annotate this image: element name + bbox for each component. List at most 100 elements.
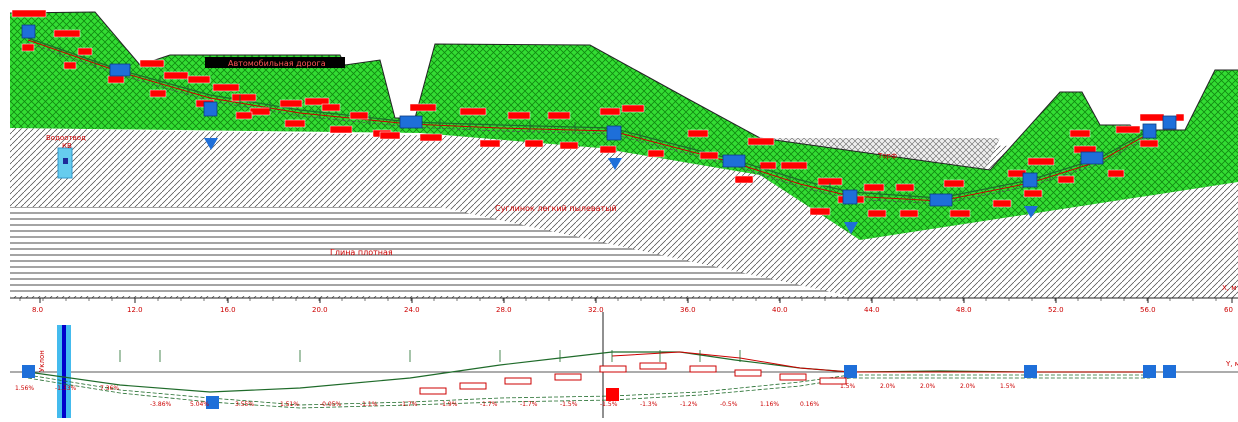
slope-label: -1.3% [640,401,658,408]
route-node[interactable] [842,189,858,205]
water-level-icon [204,138,218,150]
slope-label: 1.56% [15,385,34,392]
route-node[interactable] [1142,123,1157,139]
route-node[interactable] [1022,172,1038,188]
station-label-box [53,29,81,38]
route-node[interactable] [399,115,423,129]
route-node[interactable] [929,193,953,207]
station-label-box [1023,189,1043,198]
station-label-box [1027,157,1055,166]
x-tick-label: 12.0 [127,306,143,314]
station-label-box [304,97,330,106]
station-label-box [734,175,754,184]
station-label-box [1175,113,1185,122]
x-tick-label: 44.0 [864,306,880,314]
station-label-box [809,207,831,216]
profile-node[interactable] [22,365,35,378]
route-node[interactable] [109,63,131,77]
station-label-box [547,111,571,120]
profile-scroll-thumb[interactable] [62,325,66,418]
station-label-box [321,103,341,112]
x-tick-label: 8.0 [32,306,43,314]
station-label-box [524,139,544,148]
x-tick-label: 20.0 [312,306,328,314]
station-label-box [949,209,971,218]
ground-surface-layer [10,12,1238,240]
route-node[interactable] [1080,151,1104,165]
layer-label-mid: Суглинок легкий пылеватый [495,204,617,213]
profile-segment-box [819,377,847,385]
cable-route-dashed [27,42,1151,205]
profile-segment-box [419,387,447,395]
station-label-box [235,111,253,120]
profile-node[interactable] [606,388,619,401]
profile-segment-box [689,365,717,373]
x-axis-unit: X, м [1222,284,1237,292]
station-label-box [599,145,617,154]
station-label-box [1139,139,1159,148]
x-tick-label: 28.0 [496,306,512,314]
station-label-box [77,47,93,56]
slope-label: 1.5% [840,383,856,390]
water-level-markers [204,138,1038,234]
x-tick-label: 48.0 [956,306,972,314]
profile-segment-box [734,369,762,377]
slope-label: -1.1% [360,401,378,408]
profile-node[interactable] [1163,365,1176,378]
slope-label: 7.36% [100,385,119,392]
x-tick-label: 16.0 [220,306,236,314]
slope-label: 3.55% [235,401,254,408]
station-label-box [507,111,531,120]
slope-label: -1.5% [560,401,578,408]
slope-label: -0.5% [720,401,738,408]
x-tick-label: 40.0 [772,306,788,314]
station-label-box [747,137,775,146]
profile-dashed-curve-2 [27,377,1150,409]
station-label-box [899,209,919,218]
station-label-box [1115,125,1141,134]
route-node[interactable] [722,154,746,168]
profile-node[interactable] [206,396,219,409]
profile-segment-box [779,373,807,381]
route-node[interactable] [203,101,218,117]
slope-label: -1.5% [600,401,618,408]
station-label-box [231,93,257,102]
slope-label: -1.7% [480,401,498,408]
x-tick-label: 32.0 [588,306,604,314]
station-label-box [647,149,665,158]
x-tick-label: 52.0 [1048,306,1064,314]
profile-segment-box [599,365,627,373]
slope-label: 1.5% [1000,383,1016,390]
soil-layer-clay [10,207,850,296]
profile-node[interactable] [1024,365,1037,378]
slope-label: -1.2% [680,401,698,408]
station-label-box [349,111,369,120]
station-label-box [419,133,443,142]
station-label-box [867,209,887,218]
route-node[interactable] [1162,115,1177,130]
station-label-box [759,161,777,170]
road-bar-label: Автомобильная дорога [228,59,326,68]
x-tick-label: 56.0 [1140,306,1156,314]
profile-segment-box [504,377,532,385]
route-node[interactable] [21,24,36,39]
slope-label: -0.05% [320,401,342,408]
station-label-box [139,59,165,68]
station-label-box [992,199,1012,208]
slope-label: -1.7% [520,401,538,408]
station-label-box [559,141,579,150]
slope-label: 2.0% [960,383,976,390]
water-level-icon [1024,206,1038,218]
station-label-box [1139,113,1165,122]
station-label-box [163,71,189,80]
slope-label: 2.0% [920,383,936,390]
profile-node[interactable] [1143,365,1156,378]
profile-markers: 1.56%-1.33%7.36%-3.86%5.04%3.55%1.51%-0.… [15,350,1176,409]
profile-axis-unit: Y, м [1225,360,1238,368]
profile-segment-box [639,362,667,370]
route-node[interactable] [606,125,622,141]
profile-node[interactable] [844,365,857,378]
